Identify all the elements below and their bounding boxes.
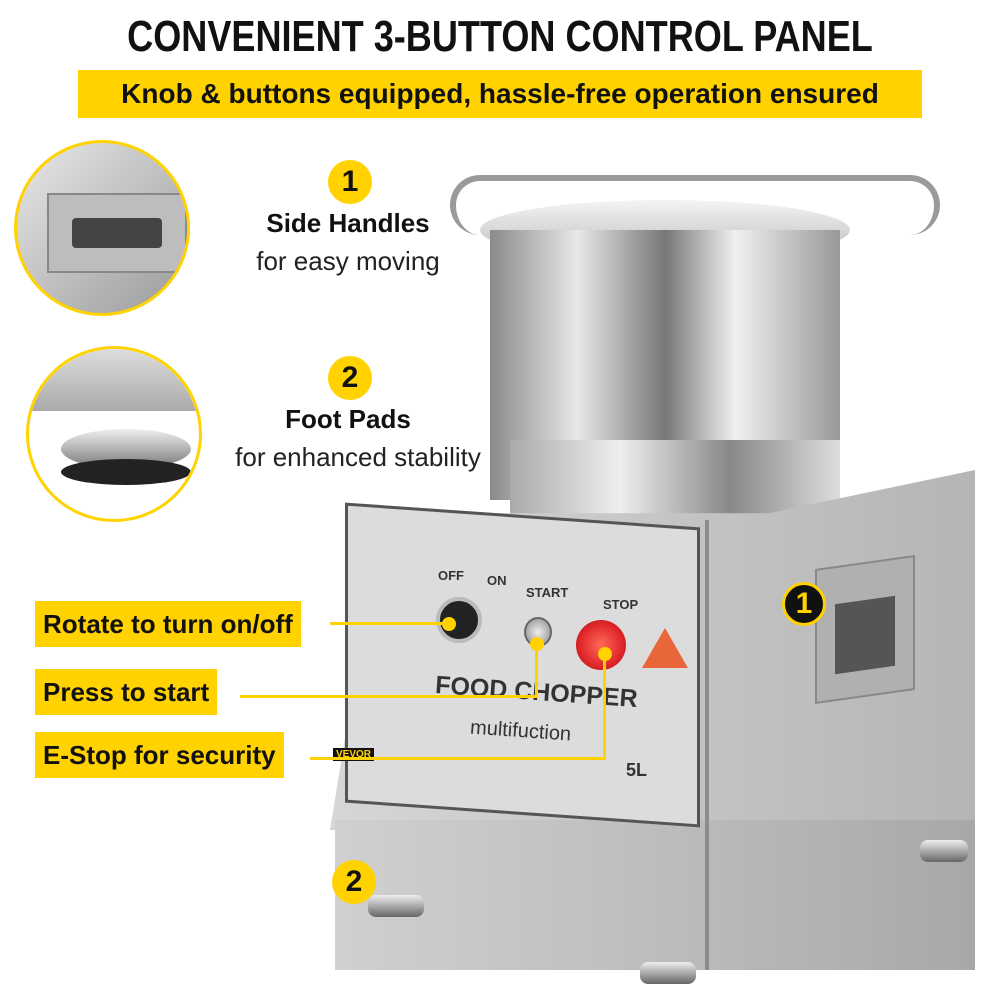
feature-title: Foot Pads — [285, 404, 411, 434]
feature-subtitle: for enhanced stability — [235, 442, 481, 472]
feature-title: Side Handles — [266, 208, 430, 238]
marker-side-handle: 1 — [782, 582, 826, 626]
capacity-label: 5L — [626, 760, 648, 780]
emergency-stop-button[interactable] — [576, 620, 626, 670]
start-label: START — [526, 585, 569, 600]
power-knob[interactable] — [436, 597, 482, 643]
warning-icon — [642, 628, 688, 668]
feature-badge-2: 2 — [328, 356, 372, 400]
foot-pad-detail-image — [26, 346, 202, 522]
feature-subtitle: for easy moving — [256, 246, 440, 276]
callout-emergency-stop: E-Stop for security — [35, 732, 284, 778]
callout-start-button: Press to start — [35, 669, 218, 715]
stop-label: STOP — [603, 597, 639, 612]
page-title: CONVENIENT 3-BUTTON CONTROL PANEL — [127, 12, 873, 61]
subtitle-banner: Knob & buttons equipped, hassle-free ope… — [78, 70, 922, 118]
callout-power-knob: Rotate to turn on/off — [35, 601, 301, 647]
on-label: ON — [487, 573, 507, 588]
feature-badge-1: 1 — [328, 160, 372, 204]
off-label: OFF — [438, 568, 464, 583]
marker-foot-pad: 2 — [332, 860, 376, 904]
handle-detail-image — [14, 140, 190, 316]
